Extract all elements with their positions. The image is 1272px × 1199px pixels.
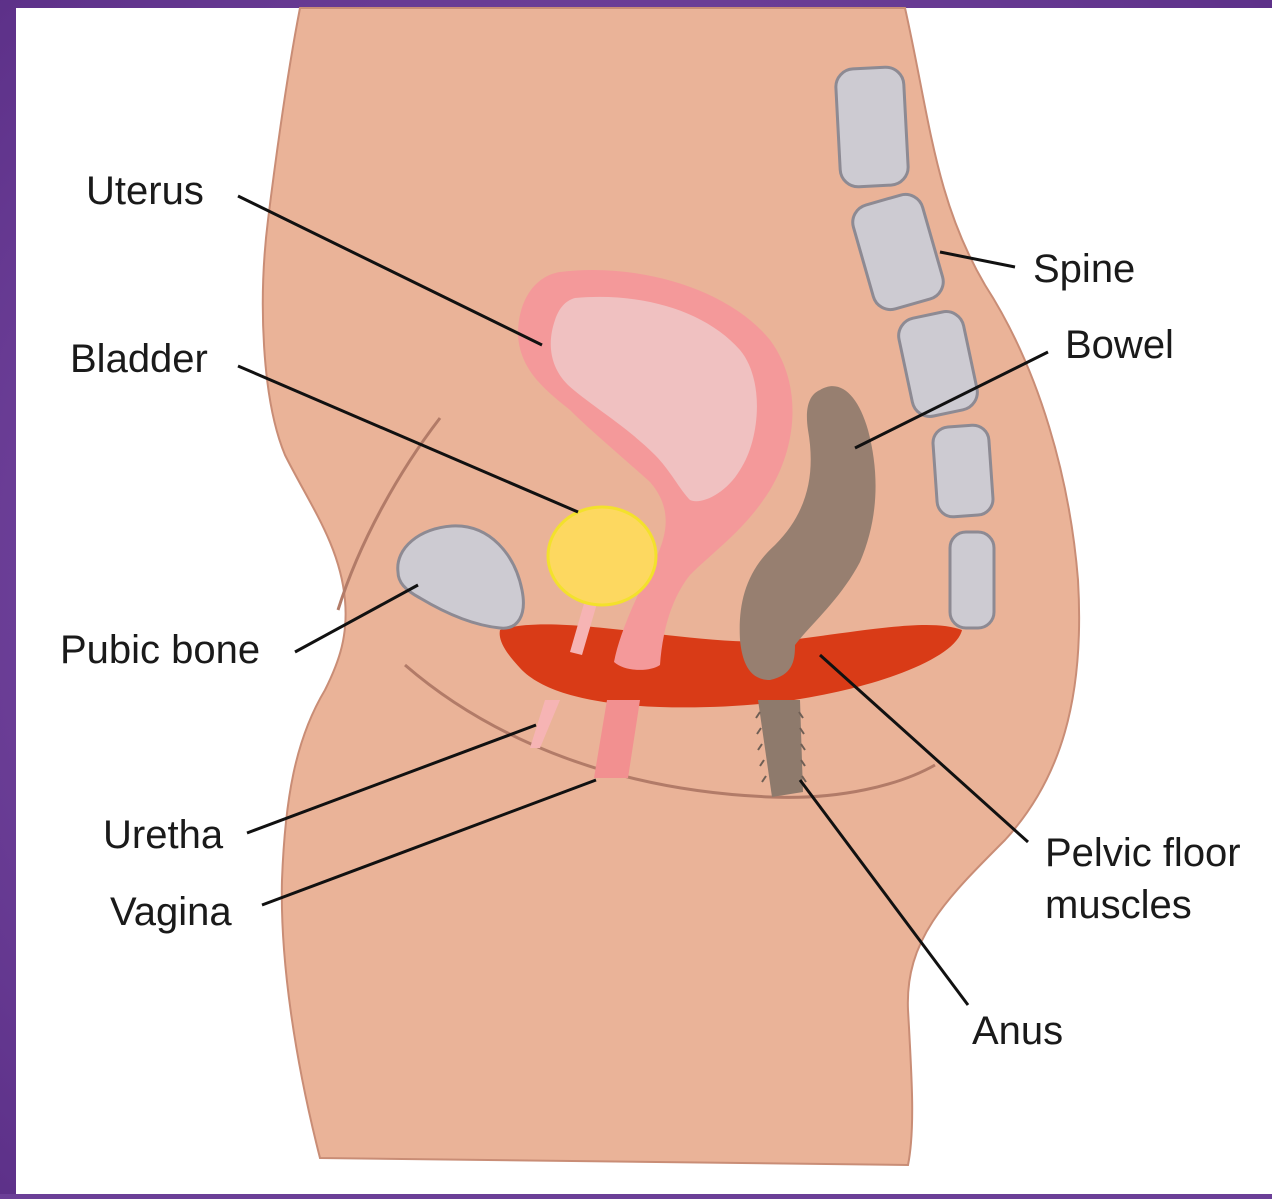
- label-pelvic-floor-line2: muscles: [1045, 883, 1192, 927]
- label-vagina: Vagina: [110, 890, 232, 934]
- label-pelvic-floor-line1: Pelvic floor: [1045, 831, 1241, 875]
- vertebra-1: [835, 66, 909, 187]
- label-spine: Spine: [1033, 247, 1135, 291]
- label-bowel: Bowel: [1065, 323, 1174, 367]
- label-uretha: Uretha: [103, 813, 224, 857]
- vertebra-4: [932, 424, 994, 518]
- bladder-organ: [548, 507, 656, 605]
- label-pubic-bone: Pubic bone: [60, 628, 260, 672]
- label-anus: Anus: [972, 1009, 1063, 1053]
- vertebra-5: [950, 532, 994, 628]
- label-bladder: Bladder: [70, 337, 208, 381]
- label-uterus: Uterus: [86, 169, 204, 213]
